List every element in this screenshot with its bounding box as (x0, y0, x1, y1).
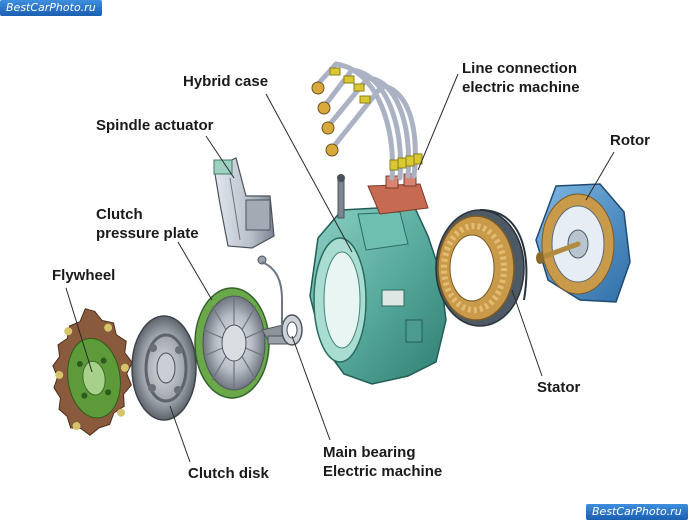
label-line-connection-line2: electric machine (462, 79, 580, 96)
leader-stator (511, 289, 543, 377)
label-spindle-actuator: Spindle actuator (96, 117, 214, 134)
leader-main-bearing (291, 335, 331, 441)
leader-rotor (585, 151, 615, 201)
label-rotor: Rotor (610, 132, 650, 149)
leader-hybrid-case (265, 93, 353, 253)
leader-clutch-disk (169, 405, 191, 463)
leader-line-connection (417, 73, 459, 171)
label-hybrid-case: Hybrid case (183, 73, 269, 90)
leader-lines (65, 73, 615, 463)
leader-spindle-actuator (205, 135, 235, 179)
label-line-connection-line1: Line connection (462, 60, 578, 77)
line-connection-part (311, 61, 429, 215)
label-clutch-disk: Clutch disk (188, 465, 269, 482)
label-clutch-pressure-plate-line2: pressure plate (96, 225, 199, 242)
flywheel-part (52, 308, 133, 436)
clutch-disk-part (131, 315, 197, 421)
leader-clutch-pressure-plate (177, 241, 213, 301)
stator-part (435, 209, 528, 327)
leader-flywheel (65, 287, 93, 373)
watermark-bottom-right: BestCarPhoto.ru (586, 504, 688, 520)
label-stator: Stator (537, 379, 581, 396)
label-main-bearing-line2: Electric machine (323, 463, 443, 480)
spindle-actuator-part (213, 157, 283, 326)
label-main-bearing-line1: Main bearing (323, 444, 416, 461)
clutch-pressure-plate-part (194, 287, 301, 399)
label-flywheel: Flywheel (52, 267, 116, 284)
hybrid-case-part (309, 174, 447, 385)
label-clutch-pressure-plate-line1: Clutch (96, 206, 143, 223)
watermark-top-left: BestCarPhoto.ru (0, 0, 102, 16)
rotor-part (535, 183, 631, 303)
main-bearing-part (281, 314, 303, 346)
